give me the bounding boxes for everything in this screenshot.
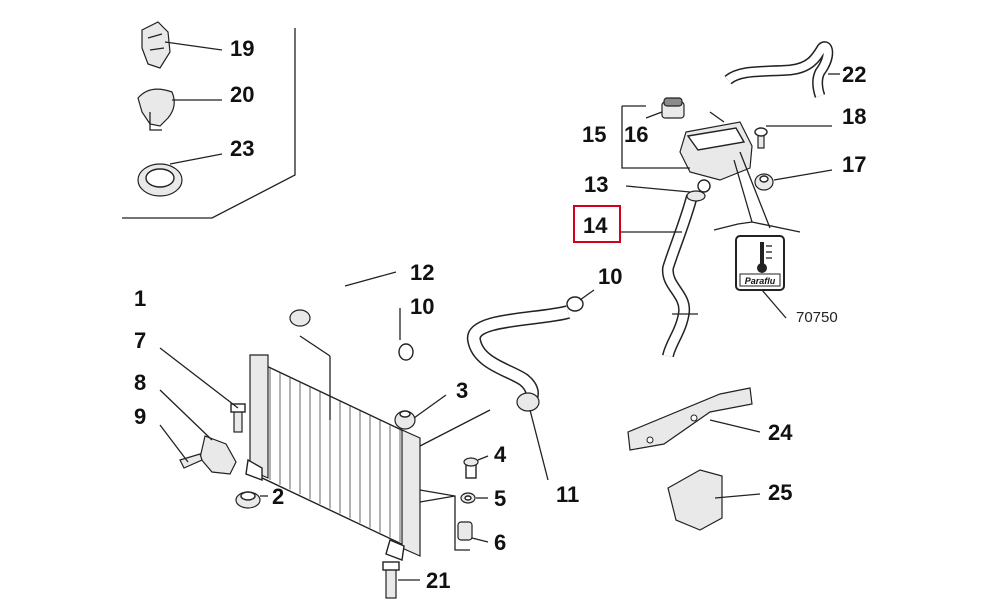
- part-9-screw: [159, 424, 203, 469]
- part-label-3: 3: [456, 378, 468, 403]
- part-label-8: 8: [134, 370, 146, 395]
- part-17-nut: [754, 169, 833, 191]
- part-16-cap: [645, 97, 685, 119]
- part-label-6: 6: [494, 530, 506, 555]
- part-25-bracket: [667, 469, 761, 531]
- part-label-15: 15: [582, 122, 606, 147]
- part-7-bolt: [159, 347, 246, 433]
- part-12-hose: [289, 271, 414, 362]
- part-label-17: 17: [842, 152, 866, 177]
- part-23-clamp: [137, 153, 223, 197]
- part-8-bracket: [159, 389, 237, 475]
- radiator: [245, 354, 421, 561]
- part-3-grommet: [394, 394, 447, 430]
- part-label-9: 9: [134, 404, 146, 429]
- part-15-reservoir: [621, 105, 753, 193]
- part-14-highlight-box: [573, 205, 621, 243]
- part-label-10b: 10: [598, 264, 622, 289]
- part-label-20: 20: [230, 82, 254, 107]
- part-label-25: 25: [768, 480, 792, 505]
- part-label-1: 1: [134, 286, 146, 311]
- part-label-21: 21: [426, 568, 450, 593]
- part-label-5: 5: [494, 486, 506, 511]
- part-label-19: 19: [230, 36, 254, 61]
- part-22-hose: [724, 41, 840, 98]
- part-13-clip: [625, 185, 706, 202]
- part-label-2: 2: [272, 484, 284, 509]
- part-11-hose: [467, 289, 595, 481]
- part-label-12: 12: [410, 260, 434, 285]
- part-label-13: 13: [584, 172, 608, 197]
- part-20-clamp: [137, 88, 222, 131]
- part-label-7: 7: [134, 328, 146, 353]
- part-18-bolt: [754, 125, 832, 149]
- part-label-22: 22: [842, 62, 866, 87]
- part-5-washer: [460, 492, 488, 504]
- part-label-18: 18: [842, 104, 866, 129]
- product-label-text: Paraflu: [745, 276, 776, 286]
- part-14-hose: [620, 194, 698, 358]
- part-2-bush: [235, 491, 268, 509]
- part-6-pad: [457, 521, 489, 543]
- part-19-clip: [141, 21, 223, 69]
- inset-frame: [122, 28, 296, 219]
- part-21-bolt: [382, 561, 420, 599]
- part-label-16: 16: [624, 122, 648, 147]
- part-label-10a: 10: [410, 294, 434, 319]
- part-label-23: 23: [230, 136, 254, 161]
- part-24-bracket: [627, 387, 761, 451]
- product-code-label: 70750: [796, 309, 838, 326]
- part-label-14: 14: [583, 213, 608, 238]
- coolant-product-icon: Paraflu: [735, 235, 787, 319]
- part-label-24: 24: [768, 420, 793, 445]
- part-label-4: 4: [494, 442, 507, 467]
- part-label-11: 11: [556, 482, 579, 507]
- part-4-bolt: [463, 455, 489, 479]
